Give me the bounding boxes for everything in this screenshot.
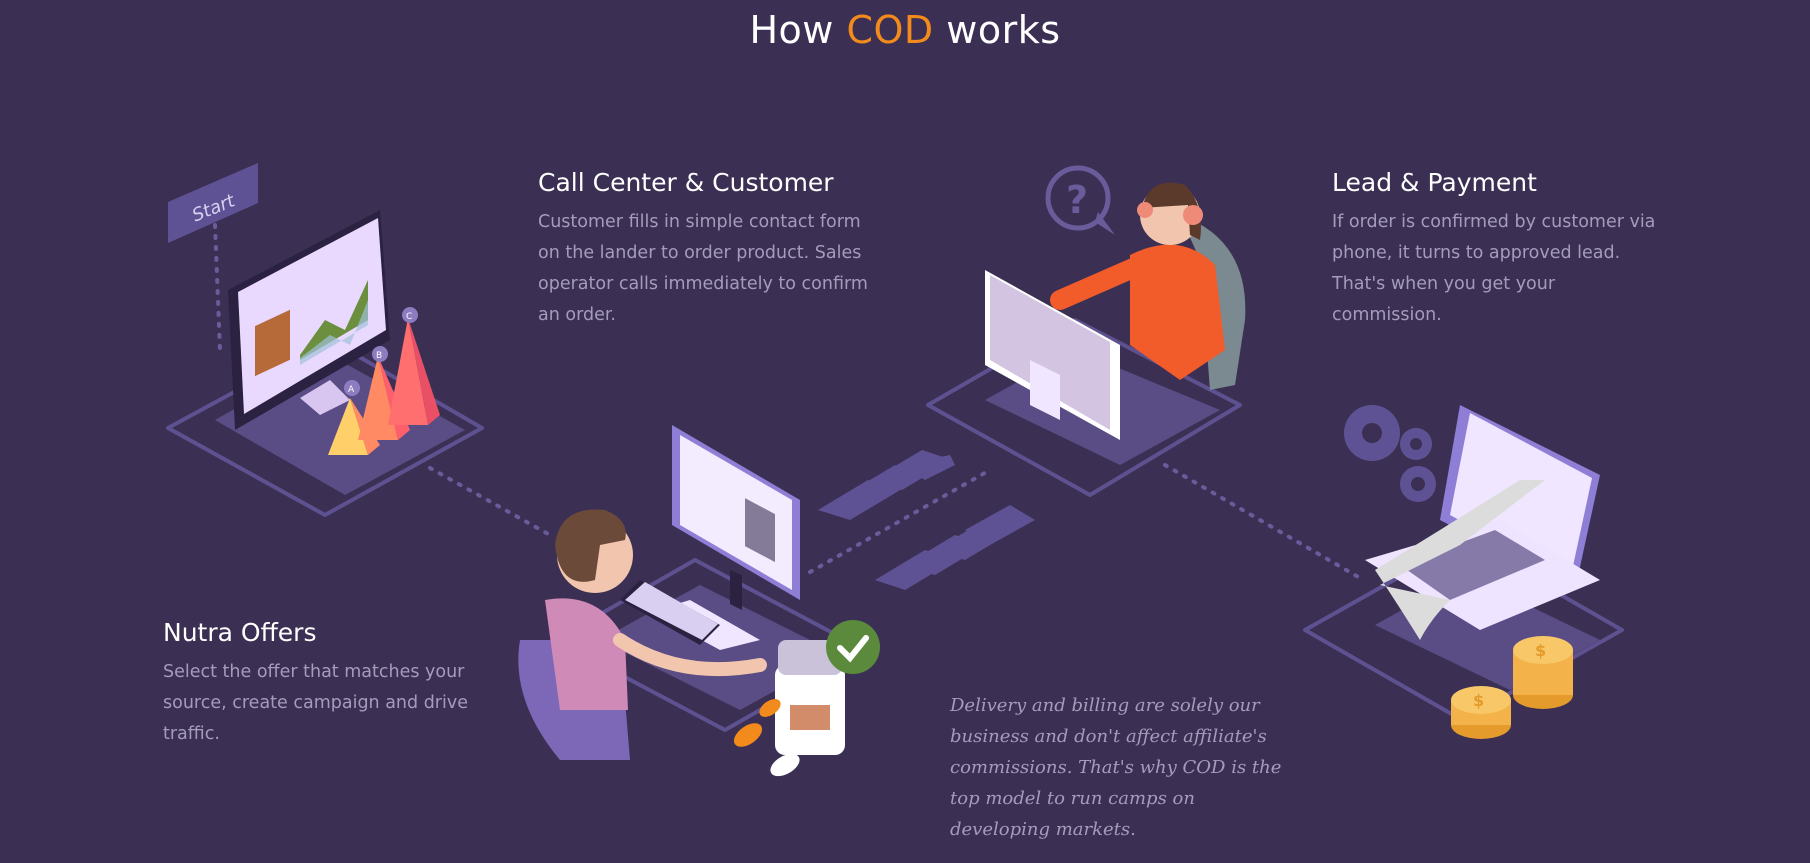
step-nutra-offers: Nutra Offers Select the offer that match…	[163, 618, 483, 750]
question-mark: ?	[1066, 178, 1088, 222]
step-nutra-offers-text: Select the offer that matches your sourc…	[163, 662, 468, 744]
desktop-monitor-icon	[228, 210, 390, 430]
title-after: works	[946, 8, 1061, 52]
pill-jar-icon	[733, 620, 880, 777]
marker-b: B	[376, 351, 382, 361]
title-before: How	[749, 8, 834, 52]
svg-text:$: $	[1535, 641, 1546, 660]
start-sign-icon: Start	[168, 163, 258, 243]
laptop-receipt-icon	[1365, 405, 1600, 640]
dotted-connectors	[213, 223, 1362, 580]
operator-person-icon	[1050, 182, 1246, 390]
page-title: How COD works	[0, 8, 1810, 52]
chevron-arrows-icon	[818, 450, 1035, 590]
operator-monitor-icon	[985, 270, 1120, 440]
delivery-note: Delivery and billing are solely our busi…	[950, 695, 1282, 840]
question-bubble-icon: ?	[1045, 165, 1115, 235]
title-accent: COD	[846, 8, 934, 52]
step-lead-payment: Lead & Payment If order is confirmed by …	[1332, 168, 1662, 331]
coin-stacks-icon: $ $	[1451, 636, 1573, 739]
marker-c: C	[406, 312, 412, 322]
step-call-center-title: Call Center & Customer	[538, 168, 834, 197]
step-lead-payment-title: Lead & Payment	[1332, 168, 1537, 197]
customer-monitor-icon	[620, 425, 800, 650]
customer-person-icon	[518, 509, 767, 760]
step-call-center-text: Customer fills in simple contact form on…	[538, 212, 868, 325]
step-call-center: Call Center & Customer Customer fills in…	[538, 168, 868, 331]
step-nutra-offers-title: Nutra Offers	[163, 618, 317, 647]
svg-text:$: $	[1473, 691, 1484, 710]
marker-a: A	[348, 385, 355, 395]
step-lead-payment-text: If order is confirmed by customer via ph…	[1332, 212, 1656, 325]
gears-icon	[1344, 405, 1436, 502]
chart-pyramids-icon: A B C	[328, 307, 440, 455]
